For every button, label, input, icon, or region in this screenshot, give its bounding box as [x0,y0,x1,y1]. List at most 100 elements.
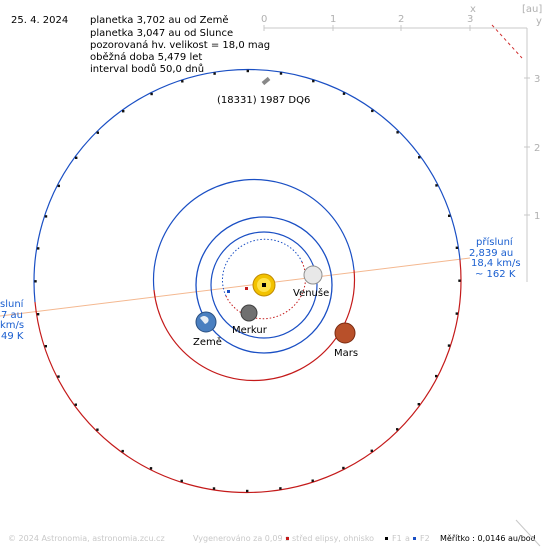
orbit-point [96,131,99,134]
orbit-point [180,479,183,483]
orbit-point [447,344,451,347]
unit-label: [au] [522,4,542,15]
orbit-point [246,489,249,493]
legend-center-text: střed elipsy, ohnisko [292,534,374,543]
x-axis-label: x [470,4,476,15]
y-tick-1: 1 [534,211,540,222]
asteroid-orbit-lower [34,259,462,494]
aphelion-title: sluní [0,298,25,310]
axis-frame [263,25,530,282]
info-sun-distance: planetka 3,047 au od Slunce [90,28,233,39]
mercury-orbit-lower [225,261,307,320]
generated-time: Vygenerováno za 0,09 s [193,534,289,543]
orbit-point [36,313,40,316]
orbit-point [246,69,249,73]
dashed-trail [491,24,523,59]
orbit-point [75,156,78,159]
orbit-point [279,72,283,75]
orbit-point [455,312,458,315]
orbit-point [44,215,48,218]
info-magnitude: pozorovaná hv. velikost = 18,0 mag [90,39,270,51]
date-label: 25. 4. 2024 [11,15,68,26]
orbit-point [396,131,399,134]
x-tick-3: 3 [467,14,473,25]
orbit-point [418,156,421,159]
line-of-apsides [0,257,471,317]
earth-label: Země [193,336,222,348]
mercury-planet[interactable] [240,304,258,322]
venus-label: Venuše [293,287,329,299]
aphelion-distance: 7 au [1,310,23,321]
asteroid-orbit-points [34,69,461,493]
mercury-orbit-upper [221,238,303,297]
orbit-point [396,428,399,431]
orbit-point [458,279,461,282]
copyright-text: © 2024 Astronomia, astronomia.zcu.cz [8,534,165,543]
scale-text: Měřítko : 0,0146 au/bod [440,534,536,543]
mars-orbit-upper [152,178,355,291]
perihelion-distance: 2,839 au [469,248,513,259]
perihelion-temperature: ~ 162 K [475,269,516,280]
orbit-point [435,374,438,378]
legend-f2-marker [413,537,416,540]
focus-f2-marker [227,290,230,293]
orbit-point [342,92,346,95]
aphelion-speed: km/s [0,320,24,331]
mars-orbit-lower [153,269,356,382]
y-tick-2: 2 [534,143,540,154]
mars-label: Mars [334,348,358,359]
orbit-point [121,449,124,453]
orbit-point [212,487,216,490]
orbit-point [279,487,282,490]
orbit-point [455,246,459,249]
orbit-point [370,449,373,452]
orbit-point [96,428,99,431]
orbit-point [122,110,125,113]
orbit-point [311,479,314,482]
legend-f1-marker [385,537,388,540]
perihelion-title: přísluní [476,236,514,248]
legend-center-marker [286,537,289,540]
mars-planet[interactable] [334,322,356,344]
orbit-point [448,214,451,217]
corner-diagonal [515,519,541,547]
venus-planet[interactable] [303,265,323,285]
orbit-point [37,247,40,250]
mercury-label: Merkur [232,325,268,336]
orbit-point [312,79,315,83]
asteroid-label: (18331) 1987 DQ6 [217,95,310,106]
info-period: oběžná doba 5,479 let [90,51,202,63]
orbit-point [417,403,420,406]
orbit-point [371,109,374,113]
legend-f2-text: F2 [420,534,430,543]
x-tick-0: 0 [261,14,267,25]
info-interval: interval bodů 50,0 dnů [90,63,204,75]
y-axis-label: y [536,16,542,27]
orbit-point [74,403,77,406]
orbit-point [34,280,37,283]
orbit-point [181,80,184,83]
earth-orbit [195,216,333,354]
aphelion-temperature: 49 K [1,331,24,342]
orbit-point [57,184,60,188]
legend-f1-text: F1 [392,534,402,543]
orbit-point [150,92,153,96]
earth-planet[interactable] [195,311,217,333]
orbit-point [149,467,153,470]
legend-a-text: a [405,534,410,543]
orbit-point [213,72,216,75]
orbit-point [435,184,438,187]
info-earth-distance: planetka 3,702 au od Země [90,14,229,26]
ellipse-center-marker [245,287,248,290]
orbit-point [342,466,345,470]
x-tick-1: 1 [330,14,336,25]
x-tick-2: 2 [398,14,404,25]
sun [252,273,276,297]
y-tick-3: 3 [534,74,540,85]
asteroid-marker[interactable] [261,76,271,86]
orbit-point [44,345,47,348]
orbit-point [57,375,60,378]
venus-orbit [210,231,318,339]
perihelion-speed: 18,4 km/s [471,258,521,269]
